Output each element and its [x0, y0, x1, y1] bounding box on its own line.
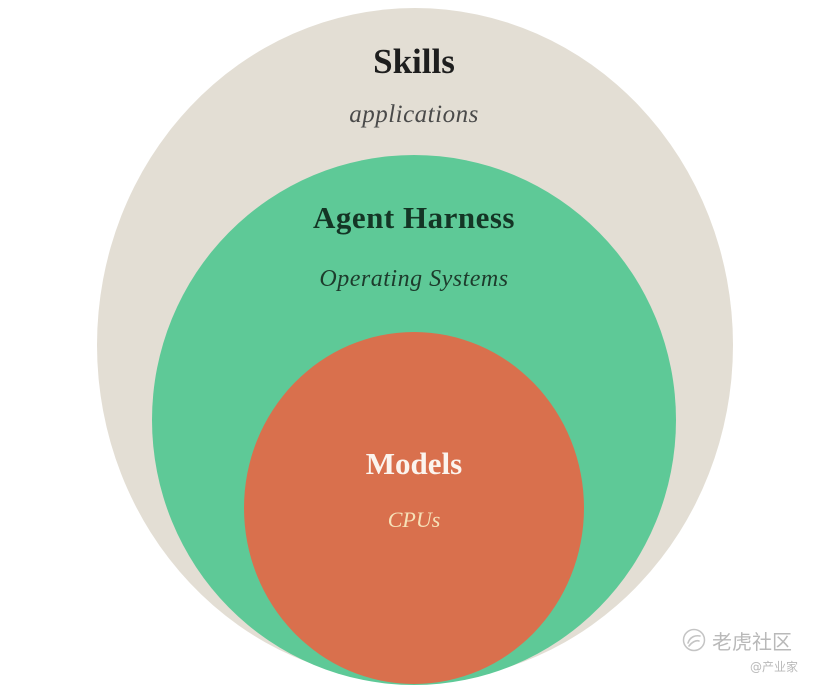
- watermark: 老虎社区 @产业家: [666, 622, 816, 682]
- skills-subtitle: applications: [349, 101, 479, 128]
- tiger-community-logo-icon: [682, 628, 706, 652]
- watermark-name: 老虎社区: [712, 630, 792, 654]
- skills-title: Skills: [373, 42, 455, 81]
- agent-harness-title: Agent Harness: [313, 200, 515, 235]
- watermark-handle: @产业家: [750, 660, 799, 674]
- models-title: Models: [365, 446, 463, 481]
- models-subtitle: CPUs: [387, 507, 441, 532]
- models-circle: [244, 332, 584, 684]
- agent-harness-subtitle: Operating Systems: [319, 266, 509, 292]
